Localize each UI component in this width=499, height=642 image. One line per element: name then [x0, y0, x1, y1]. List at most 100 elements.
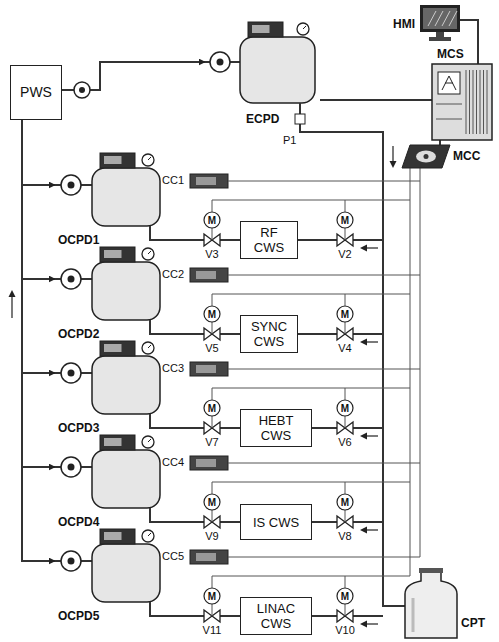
control-rack-icon: [432, 64, 492, 140]
drawing-rect: [92, 168, 160, 226]
pump-tank-unit: OCPD1: [55, 150, 165, 232]
motor-mark: M: [208, 591, 216, 602]
pump-tank-unit-icon: [205, 15, 320, 108]
unit-label: HMI: [392, 17, 416, 31]
motor-mark: M: [341, 215, 349, 226]
valve-label: V5: [205, 342, 218, 355]
controller-unit-icon: [402, 145, 450, 168]
drawing-circle: [61, 551, 81, 571]
drawing-circle: [142, 154, 154, 166]
pump-tank-unit-icon: [55, 244, 165, 326]
motor-mark: M: [341, 497, 349, 508]
drawing-rect: [100, 153, 135, 168]
valve-label: V6: [338, 436, 351, 449]
drawing-line: [436, 104, 462, 105]
pipe-connector: [150, 608, 240, 616]
pressure-tank: CPT: [405, 568, 457, 638]
box-label: IS CWS: [253, 515, 299, 530]
drawing-line: [420, 168, 421, 557]
process-box: PWS: [10, 65, 62, 120]
box-label: LINAC CWS: [245, 601, 307, 631]
valve-label: V9: [205, 530, 218, 543]
unit-label: MCC: [452, 149, 481, 163]
drawing-line: [392, 146, 393, 162]
unit-label: CPT: [460, 616, 486, 630]
drawing-rect: [423, 8, 457, 29]
drawing-circle: [142, 342, 154, 354]
device-label: P1: [283, 134, 296, 147]
pump-tank-unit: OCPD4: [55, 432, 165, 514]
process-box: HEBT CWS: [240, 409, 312, 447]
drawing-path: [390, 161, 397, 168]
drawing-line: [149, 320, 151, 326]
drawing-circle: [217, 59, 224, 66]
drawing-line: [480, 70, 481, 134]
motor-mark: M: [208, 309, 216, 320]
drawing-rect: [432, 64, 492, 140]
drawing-circle: [68, 464, 75, 471]
drawing-line: [148, 439, 151, 442]
drawing-circle: [68, 182, 75, 189]
drawing-line: [148, 345, 151, 348]
drawing-circle: [424, 154, 429, 159]
drawing-circle: [61, 457, 81, 477]
drawing-path: [405, 571, 457, 638]
device-label: CC4: [162, 456, 184, 469]
hmi-monitor: HMI: [420, 5, 460, 42]
unit-label: MCS: [436, 47, 465, 61]
pump-tank-unit: OCPD3: [55, 338, 165, 420]
motor-mark: M: [208, 403, 216, 414]
drawing-rect: [100, 247, 135, 262]
pipe-connector: [150, 420, 240, 428]
drawing-line: [148, 251, 151, 254]
drawing-line: [148, 157, 151, 160]
drawing-circle: [74, 82, 90, 98]
drawing-line: [412, 598, 415, 632]
pipe-connector: [300, 108, 405, 606]
valve-label: V3: [205, 248, 218, 261]
drawing-rect: [104, 438, 122, 446]
valve-label: V2: [338, 248, 351, 261]
drawing-circle: [142, 530, 154, 542]
box-label: RF CWS: [245, 225, 293, 255]
pipe-connector: [22, 120, 55, 185]
drawing-rect: [438, 72, 460, 94]
device-label: CC2: [162, 268, 184, 281]
process-box: IS CWS: [240, 504, 312, 540]
process-box: SYNC CWS: [240, 315, 298, 353]
drawing-line: [149, 602, 151, 608]
drawing-path: [9, 290, 16, 297]
motor-mark: M: [341, 403, 349, 414]
valve-label: V10: [335, 624, 355, 637]
drawing-path: [402, 145, 450, 168]
drawing-rect: [104, 532, 122, 540]
drawing-circle: [142, 436, 154, 448]
drawing-rect: [92, 262, 160, 320]
motor-mark: M: [341, 591, 349, 602]
drawing-rect: [100, 435, 135, 450]
pump-tank-unit-icon: [55, 338, 165, 420]
drawing-line: [466, 70, 467, 134]
drawing-rect: [92, 356, 160, 414]
drawing-rect: [104, 344, 122, 352]
valve-label: V11: [203, 624, 222, 637]
hmi-monitor-icon: [420, 5, 460, 42]
drawing-use: [190, 268, 420, 346]
drawing-circle: [68, 558, 75, 565]
pipe-connector: [22, 120, 55, 373]
drawing-circle: [61, 363, 81, 383]
box-label: HEBT CWS: [245, 413, 307, 443]
pump-tank-unit-icon: [55, 432, 165, 514]
device-label: CC3: [162, 362, 184, 375]
drawing-circle: [79, 87, 85, 93]
valve-label: V4: [338, 342, 351, 355]
process-box: LINAC CWS: [240, 597, 312, 635]
pump-tank-unit-icon: [55, 526, 165, 608]
drawing-rect: [436, 32, 444, 37]
unit-label: OCPD2: [57, 327, 100, 341]
motor-mark: M: [208, 215, 216, 226]
process-box: RF CWS: [240, 221, 298, 259]
drawing-circle: [297, 23, 309, 35]
motor-mark: M: [208, 497, 216, 508]
pump-tank-unit: OCPD5: [55, 526, 165, 608]
